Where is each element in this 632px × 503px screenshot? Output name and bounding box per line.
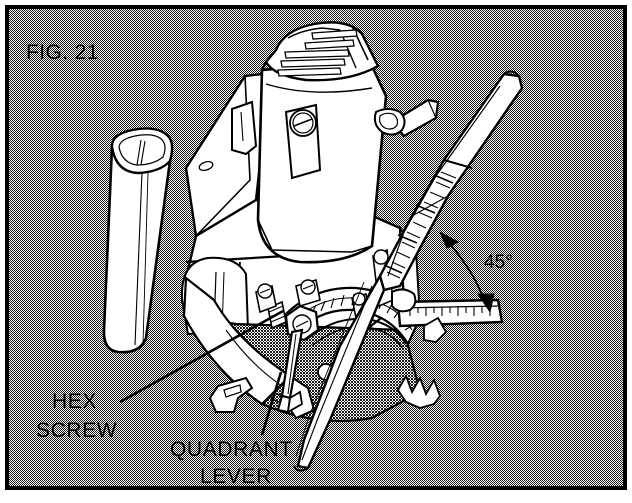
graduated-bevel-arm (293, 70, 524, 472)
motor-housing (256, 21, 388, 264)
body-fasteners (255, 248, 394, 320)
graduated-horizontal-arm (391, 288, 504, 343)
vent-slots (277, 29, 358, 77)
hex-screw-label-line1: HEX (52, 390, 97, 413)
quadrant-lever-label-line1: QUADRANT (170, 438, 293, 461)
tubular-handle (102, 127, 174, 354)
arm-clamp (391, 288, 417, 313)
bevel-arm-ticks (386, 171, 457, 279)
angle-arrow-upper (438, 230, 460, 249)
quadrant-lever (276, 328, 304, 414)
shoe-slot (223, 384, 242, 398)
bevel-angle-label: 45° (484, 252, 513, 273)
bolt-hole (198, 160, 214, 172)
horizontal-arm-ticks (409, 306, 491, 316)
hex-screw-label-line2: SCREW (36, 419, 117, 442)
illustration-artwork (102, 21, 524, 472)
bevel-angle-annotation (438, 230, 495, 314)
blade-teeth (396, 373, 442, 409)
angle-arrow-lower (477, 293, 495, 314)
figure-border (5, 5, 627, 490)
hex-screw-leader-line (119, 309, 284, 404)
bevel-arm-major-ticks (383, 174, 454, 274)
slotted-screw (373, 249, 389, 265)
quadrant-lever-leader-line (260, 371, 283, 436)
figure-number-label: FIG. 21 (26, 41, 99, 64)
quadrant-lever-label-line2: LEVER (200, 465, 272, 488)
lock-lever (373, 98, 440, 138)
